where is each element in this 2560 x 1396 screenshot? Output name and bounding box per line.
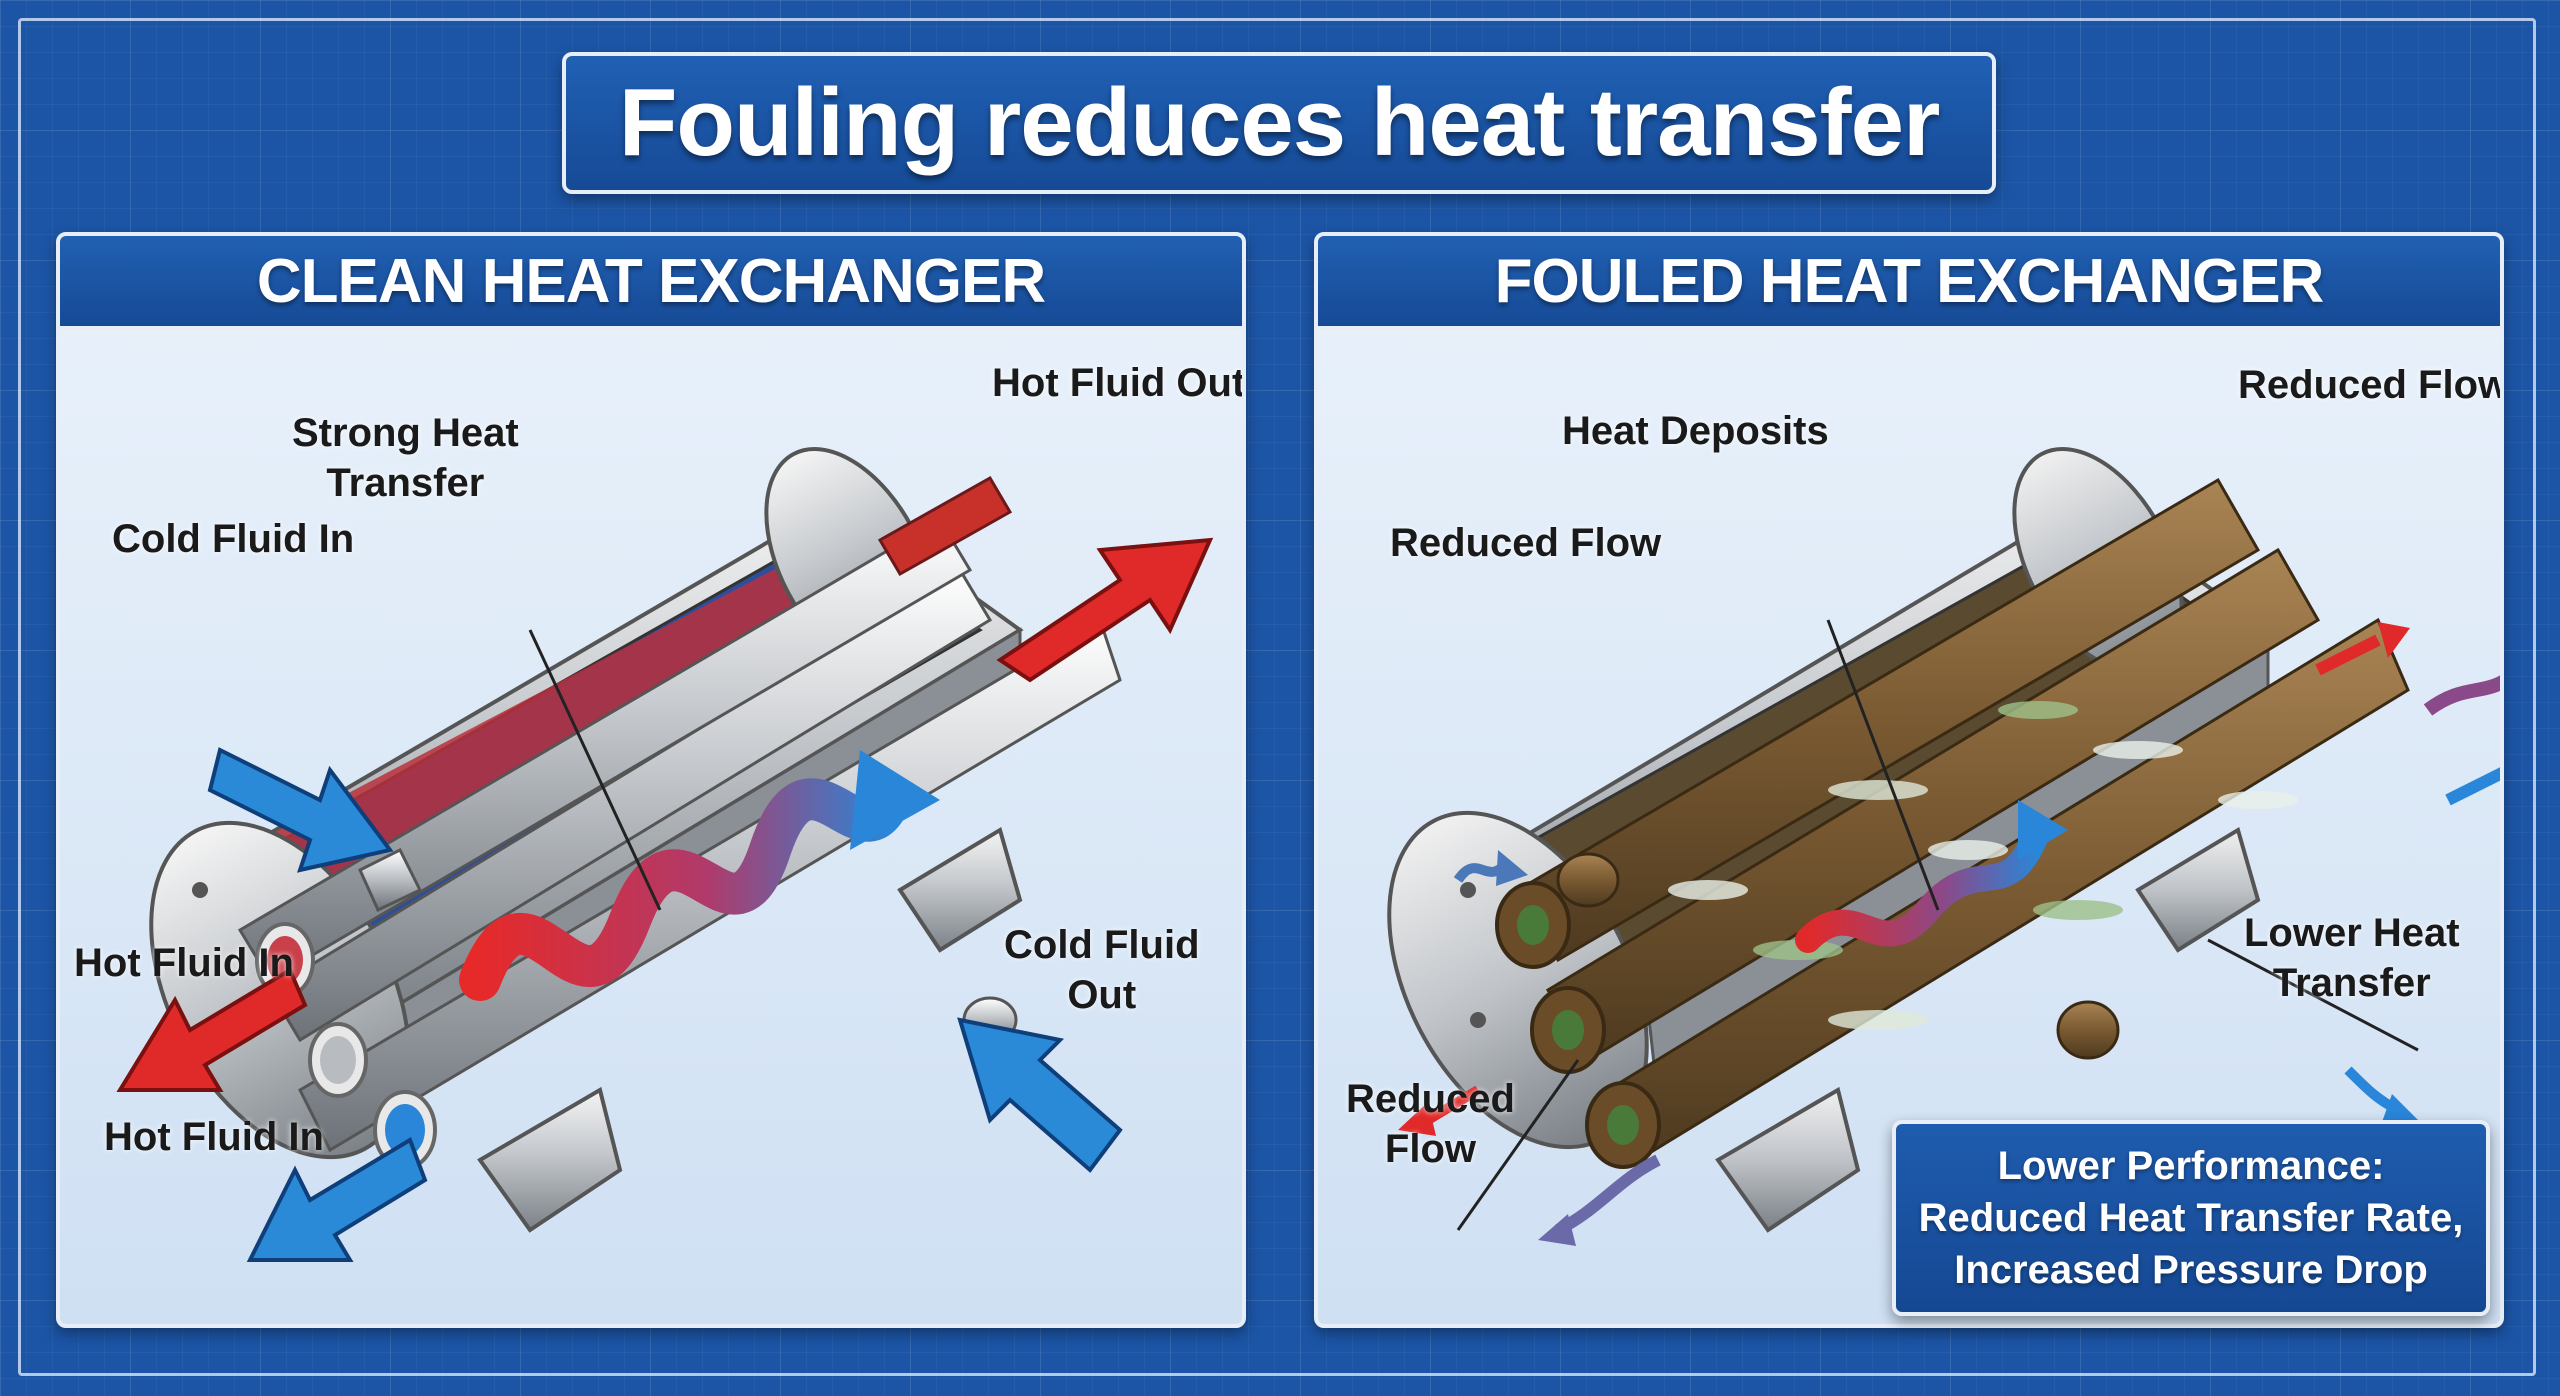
hot-fluid-out-label: Hot Fluid Out	[992, 361, 1246, 405]
strong-heat-transfer-label: Strong Heat Transfer	[292, 411, 519, 505]
heat-transfer-wave-head	[850, 750, 940, 850]
hot-fluid-out-arrow	[996, 537, 1214, 683]
cold-fluid-out-label: Cold Fluid Out	[1004, 923, 1200, 1017]
fouled-tube-bundle	[1495, 477, 2410, 1169]
reduced-flow-top-label: Reduced Flow	[2238, 363, 2504, 407]
cold-fluid-out-arrow	[957, 1017, 1123, 1173]
clean-panel-header: CLEAN HEAT EXCHANGER	[60, 236, 1242, 330]
heat-deposits-leader-line	[1826, 619, 1940, 911]
page-title: Fouling reduces heat transfer	[618, 69, 1941, 176]
performance-summary-box: Lower Performance: Reduced Heat Transfer…	[1892, 1120, 2490, 1316]
heat-transfer-wave	[459, 778, 911, 1001]
fouled-support-saddle-right	[2135, 826, 2261, 953]
cold-fluid-in-arrow	[207, 747, 394, 873]
fouled-panel-title: FOULED HEAT EXCHANGER	[1494, 246, 2325, 316]
support-saddle-right	[897, 826, 1023, 953]
reduced-flow-left-label: Reduced Flow	[1390, 521, 1662, 565]
lower-heat-leader-line	[2207, 938, 2419, 1052]
reduced-flow-bottom-label: Reduced Flow	[1346, 1077, 1515, 1171]
summary-line-2: Reduced Heat Transfer Rate,	[1918, 1196, 2464, 1240]
fouled-inlet-nozzle	[1556, 852, 1620, 908]
hot-fluid-in-upper-arrow	[116, 967, 308, 1092]
hot-fluid-in-upper-label: Hot Fluid In	[74, 941, 294, 985]
fouled-panel-header: FOULED HEAT EXCHANGER	[1318, 236, 2500, 330]
weak-heat-wave-head	[2018, 800, 2068, 860]
summary-line-3: Increased Pressure Drop	[1954, 1248, 2428, 1292]
outer-frame	[18, 18, 2536, 1376]
hot-fluid-in-lower-arrow	[246, 1137, 428, 1262]
reduced-flow-arrows	[1398, 622, 2500, 1246]
clean-exchanger-illustration	[116, 447, 1214, 1262]
cold-fluid-in-label: Cold Fluid In	[112, 517, 355, 561]
fouled-outlet-nozzle	[2056, 1000, 2120, 1060]
fouled-panel: FOULED HEAT EXCHANGER	[1314, 232, 2504, 1328]
hot-fluid-in-lower-label: Hot Fluid In	[104, 1115, 324, 1159]
lower-heat-transfer-label: Lower Heat Transfer	[2244, 911, 2460, 1005]
fouled-support-saddle-left	[1715, 1086, 1861, 1233]
cold-inlet-nozzle	[358, 847, 423, 913]
reduced-flow-leader-line	[1456, 1059, 1580, 1231]
clean-panel-title: CLEAN HEAT EXCHANGER	[256, 246, 1046, 316]
weak-heat-wave	[1795, 817, 2051, 953]
summary-line-1: Lower Performance:	[1997, 1144, 2385, 1188]
support-saddle-left	[477, 1086, 623, 1233]
title-banner: Fouling reduces heat transfer	[562, 52, 1996, 194]
heat-deposits-label: Heat Deposits	[1562, 409, 1829, 453]
strong-heat-leader-line	[528, 629, 662, 911]
fouled-exchanger-illustration	[1387, 447, 2500, 1246]
clean-panel: CLEAN HEAT EXCHANGER	[56, 232, 1246, 1328]
